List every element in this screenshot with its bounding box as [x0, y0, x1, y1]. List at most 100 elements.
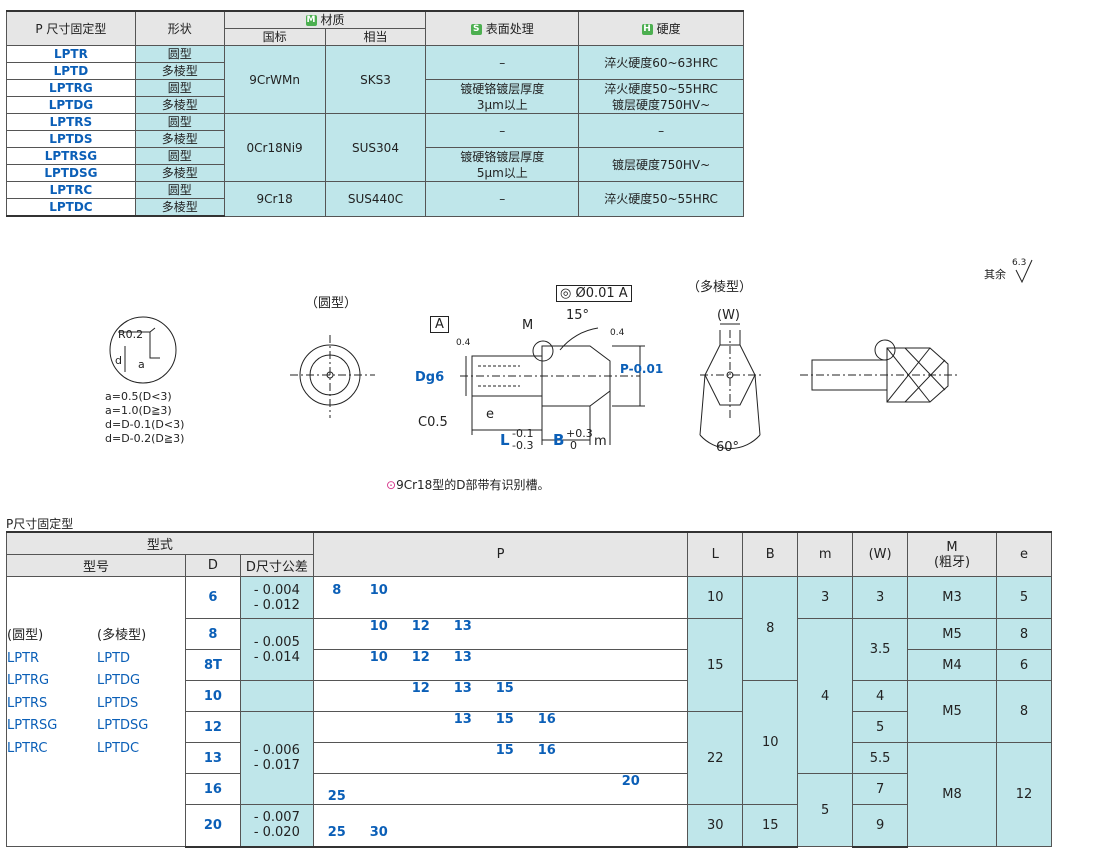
header-b: B — [742, 531, 799, 577]
type-round: LPTRS — [7, 695, 48, 711]
header-e: e — [995, 531, 1053, 577]
p-value: 10 — [369, 582, 388, 598]
type-round: LPTRC — [7, 740, 48, 756]
header-form: 型式 — [6, 531, 314, 555]
surface-badge-icon: S — [470, 23, 482, 35]
l-cell: 10 — [687, 576, 744, 619]
rough-04-label: 0.4 — [456, 338, 471, 348]
l-cell: 15 — [687, 618, 744, 712]
b-cell: 8 — [742, 576, 799, 681]
type-poly: LPTDS — [97, 695, 139, 711]
b-label: B — [553, 431, 565, 449]
code-cell: LPTRSG — [6, 147, 136, 165]
code-cell: LPTDSG — [6, 164, 136, 182]
header-shape: 形状 — [134, 10, 225, 46]
thread-cell: M8 — [907, 742, 997, 847]
material-gb: 0Cr18Ni9 — [223, 113, 326, 182]
header-d: D — [184, 554, 241, 577]
d-cell: 10 — [184, 680, 241, 712]
type-round: LPTR — [7, 650, 40, 666]
datum-box: A — [430, 316, 449, 333]
technical-drawing: R0.2 a d a=0.5(D<3) a=1.0(D≧3) d=D-0.1(D… — [0, 250, 1100, 492]
l-label: L — [500, 431, 510, 449]
m-length-label: m — [594, 434, 607, 449]
p-value: 10 — [369, 619, 388, 634]
code-cell: LPTDG — [6, 96, 136, 114]
thread-cell: M5 — [907, 680, 997, 743]
dimension-table: 型式 P L B m (W) M(粗牙) e 型号 D D尺寸公差 (圆型) L… — [6, 531, 1053, 848]
p-value: 10 — [369, 650, 388, 665]
header-m: m — [797, 531, 854, 577]
shape-cell: 多棱型 — [134, 62, 225, 80]
w-label: (W) — [717, 308, 740, 323]
shape-cell: 多棱型 — [134, 164, 225, 182]
w-cell: 7 — [852, 773, 909, 805]
p-value: 13 — [453, 650, 472, 665]
m-cell: 5 — [797, 773, 854, 847]
dtol-empty — [239, 680, 314, 712]
angle-15-label: 15° — [566, 308, 590, 323]
header-type: P 尺寸固定型 — [6, 10, 136, 46]
d-cell: 8T — [184, 649, 241, 681]
material-gb: 9CrWMn — [223, 45, 326, 114]
d-cell: 8 — [184, 618, 241, 650]
b-cell: 10 — [742, 680, 799, 805]
surface-cell: 镀硬铬镀层厚度 5μm以上 — [425, 147, 580, 182]
header-thread: M(粗牙) — [907, 531, 997, 577]
note-text: 9Cr18型的D部带有识别槽。 — [396, 478, 550, 492]
p-tolerance-label: P-0.01 — [620, 362, 664, 376]
p-value: 15 — [495, 681, 514, 696]
dg6-label: Dg6 — [415, 370, 445, 385]
formula-block: a=0.5(D<3) a=1.0(D≧3) d=D-0.1(D<3) d=D-0… — [105, 390, 185, 445]
w-cell: 5.5 — [852, 742, 909, 774]
w-cell: 3.5 — [852, 618, 909, 681]
roughness-icon — [1015, 259, 1033, 284]
m-cell: 4 — [797, 618, 854, 774]
shape-cell: 圆型 — [134, 79, 225, 97]
d-label: d — [115, 354, 122, 367]
e-cell: 5 — [995, 576, 1053, 619]
type-list: (圆型) LPTR LPTRG LPTRS LPTRSG LPTRC (多棱型)… — [6, 576, 186, 847]
hardness-badge-icon: H — [641, 23, 653, 35]
e-cell: 8 — [995, 618, 1053, 650]
poly-title: (多棱型) — [97, 628, 147, 643]
thread-cell: M4 — [907, 649, 997, 681]
p-value: 15 — [495, 743, 514, 758]
detail-circle — [109, 316, 177, 384]
material-eq: SUS440C — [324, 181, 427, 217]
w-cell: 3 — [852, 576, 909, 619]
p-value: 16 — [537, 712, 556, 727]
header-p: P — [312, 531, 689, 577]
c05-label: C0.5 — [418, 415, 448, 430]
poly-type-label: （多棱型） — [687, 280, 753, 295]
dtol-cell: - 0.005 - 0.014 — [239, 618, 314, 681]
thread-cell: M3 — [907, 576, 997, 619]
w-cell: 4 — [852, 680, 909, 712]
hardness-cell: 镀层硬度750HV~ — [578, 147, 744, 182]
p-value: 13 — [453, 619, 472, 634]
shape-cell: 多棱型 — [134, 130, 225, 148]
p-value: 30 — [369, 825, 388, 841]
header-national: 国标 — [223, 28, 326, 46]
p-value: 12 — [411, 681, 430, 696]
l-cell: 30 — [687, 804, 744, 848]
shape-cell: 圆型 — [134, 147, 225, 165]
b-cell: 15 — [742, 804, 799, 848]
header-dtol: D尺寸公差 — [239, 554, 314, 577]
code-cell: LPTDS — [6, 130, 136, 148]
m-thread-label: M — [522, 318, 534, 333]
dtol-cell: - 0.007 - 0.020 — [239, 804, 314, 848]
round-type-label: （圆型） — [305, 296, 358, 311]
shape-cell: 圆型 — [134, 181, 225, 199]
shape-cell: 圆型 — [134, 45, 225, 63]
b-tol-upper: +0.3 — [566, 427, 593, 440]
shape-cell: 多棱型 — [134, 96, 225, 114]
concentricity-frame: ◎ Ø0.01 A — [556, 285, 632, 302]
